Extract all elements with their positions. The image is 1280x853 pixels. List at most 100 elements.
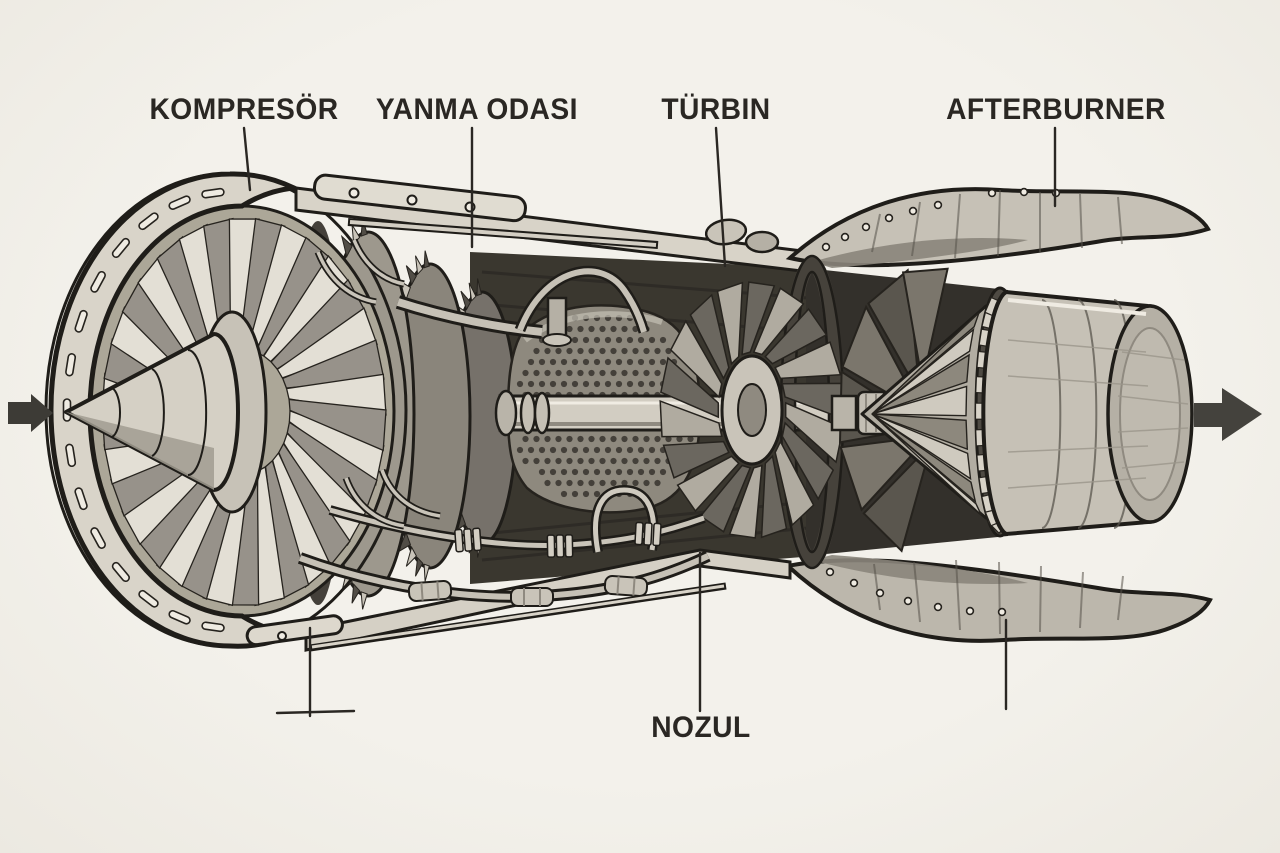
compressor-tooth xyxy=(405,545,418,567)
cowl-top-lip-shadow xyxy=(812,238,1028,268)
leader-unlabeled-left-tick xyxy=(275,709,356,715)
rivet xyxy=(875,588,885,598)
pipe-coupler xyxy=(603,575,649,597)
perforation-dot xyxy=(522,435,529,443)
perforation-dot xyxy=(632,457,639,465)
perforation-dot xyxy=(560,358,568,366)
rim-slot xyxy=(168,195,191,210)
perforation-dot xyxy=(654,479,661,487)
tail-cone-spoke xyxy=(871,385,968,417)
perforation-dot xyxy=(533,347,540,355)
turbine-blade xyxy=(669,319,723,399)
cowl-rib xyxy=(873,563,881,611)
perforation-dot xyxy=(621,369,628,377)
compressor-tooth xyxy=(415,255,424,276)
perforation-dot xyxy=(566,457,573,465)
perforation-dot xyxy=(549,468,557,476)
rivet xyxy=(997,607,1007,617)
casing-bottom-band xyxy=(304,548,792,652)
cowl-bottom-lip-shadow xyxy=(812,555,1028,585)
perforation-dot xyxy=(566,369,573,377)
barrel-streak xyxy=(1117,427,1189,433)
perforation-dot xyxy=(626,358,634,366)
perforation-dot xyxy=(648,358,656,366)
barrel-seam xyxy=(1041,299,1062,529)
injector-flange xyxy=(542,333,572,347)
barrel-streak xyxy=(1007,339,1147,353)
perforation-dot xyxy=(621,435,628,443)
perforation-dot xyxy=(588,347,595,355)
shaft-collar xyxy=(519,391,537,435)
rim-slot xyxy=(74,309,88,333)
cowl-rib xyxy=(955,559,961,631)
compressor-tooth xyxy=(423,563,430,582)
pipe-coupler-rib xyxy=(420,582,424,601)
perforation-dot xyxy=(549,446,557,454)
hose xyxy=(316,251,377,304)
perforation-dot xyxy=(571,358,579,366)
perforation-dot xyxy=(544,457,551,465)
label-afterburner: AFTERBURNER xyxy=(946,93,1166,126)
perforation-dot xyxy=(522,457,529,465)
rim-slot xyxy=(90,527,106,549)
perforation-dot xyxy=(610,479,617,487)
rivet xyxy=(908,206,918,216)
perforation-dot xyxy=(582,358,590,366)
perforation-dot xyxy=(560,380,568,388)
perforation-dot xyxy=(571,380,579,388)
barrel-streaks xyxy=(1007,339,1189,489)
perforation-dot xyxy=(544,347,551,355)
perforation-dot xyxy=(648,336,656,344)
label-nozul: NOZUL xyxy=(651,711,750,744)
perforation-dot xyxy=(599,347,606,355)
perforation-dot xyxy=(604,358,612,366)
turbine-blade xyxy=(784,401,844,464)
perforation-dot xyxy=(588,369,595,377)
perforation-dot xyxy=(621,347,628,355)
compressor-tooth xyxy=(415,556,424,577)
perforation-dot xyxy=(588,457,595,465)
rivet xyxy=(821,242,831,252)
perforation-dot xyxy=(604,468,612,476)
perforation-dot xyxy=(632,347,639,355)
nozzle-barrel xyxy=(981,289,1194,537)
compressor-tooth xyxy=(423,250,430,269)
bleed-tube xyxy=(396,298,543,336)
barrel-seam xyxy=(1077,299,1098,529)
cowl-rib xyxy=(913,561,921,623)
barrel-streak xyxy=(1121,461,1185,469)
rivet xyxy=(861,222,871,232)
perforation-dot xyxy=(687,435,694,443)
perforation-dot xyxy=(615,380,623,388)
perforation-dot xyxy=(659,468,667,476)
rivet xyxy=(987,188,997,198)
rod-coupler xyxy=(704,218,748,246)
perforation-dot xyxy=(577,479,584,487)
pipe-coupler-rib xyxy=(555,534,565,558)
perforation-dot xyxy=(665,347,672,355)
compressor-tooth xyxy=(468,282,477,302)
perforation-dot xyxy=(577,347,584,355)
perforation-dot xyxy=(593,358,601,366)
mount-bracket-bottom xyxy=(245,614,344,647)
perforation-dot xyxy=(654,457,661,465)
spinner-cone-shade xyxy=(66,412,214,490)
rim-slot xyxy=(201,187,225,199)
perforation-dot xyxy=(582,468,590,476)
perforation-dot xyxy=(632,479,639,487)
pipe-coupler-rib xyxy=(652,522,662,547)
perforation-dot xyxy=(626,468,634,476)
perforation-dot xyxy=(615,468,623,476)
tail-cone-spokes xyxy=(871,312,982,516)
perforation-dot xyxy=(582,490,590,498)
hose xyxy=(352,239,405,286)
cowl-rib xyxy=(871,213,881,253)
rivet xyxy=(825,567,835,577)
perforation-dot xyxy=(621,325,628,333)
perforation-dot xyxy=(588,325,595,333)
perforation-dot xyxy=(538,380,546,388)
perforation-dot xyxy=(676,435,683,443)
perforation-dot xyxy=(533,435,540,443)
perforation-dot xyxy=(560,490,568,498)
perforation-dot xyxy=(643,435,650,443)
